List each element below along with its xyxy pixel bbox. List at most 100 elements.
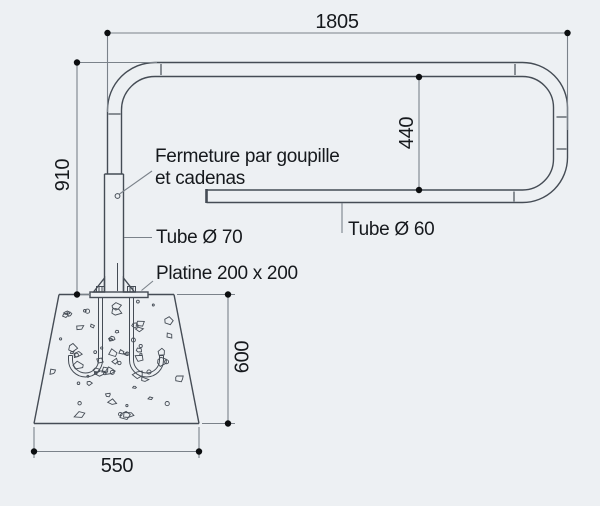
aggregate-stone [105,366,116,375]
dimension-dot [73,59,81,66]
aggregate-stone [86,380,94,387]
leader-line [141,280,154,291]
aggregate-stone [62,310,71,315]
dimension-dot [415,73,423,81]
foundation [33,293,200,425]
aggregate-dot [109,369,115,375]
aggregate-dot [93,371,98,375]
dimension-dot [564,29,571,37]
aggregate-dot [103,372,107,376]
aggregate-stone [76,325,85,331]
aggregate-dot [164,401,170,407]
aggregate-dot [118,411,123,417]
foundation-left-side [33,294,60,424]
aggregate-stone [104,392,111,398]
aggregate-stone [108,337,114,341]
foundation-right-side [173,294,200,424]
aggregate-stone [67,311,73,317]
aggregate-stone [62,312,69,319]
anchor-rod [129,297,134,360]
barrier-tube-label: Tube Ø 60 [348,219,434,240]
dimension-dot [224,420,232,427]
aggregate-stone [157,347,165,356]
aggregate-stone [166,332,173,339]
aggregate-stone [96,357,104,364]
aggregate-stone [68,342,79,353]
aggregate-stone [141,376,150,382]
anchor-bolt-right [129,297,164,378]
aggregate-stone [72,360,84,370]
plate-label: Platine 200 x 200 [156,263,298,284]
aggregate-stone [131,322,140,329]
callout-plate: Platine 200 x 200 [141,263,298,291]
dimension-dot [73,291,81,298]
aggregate-dot [164,359,170,365]
aggregate-dot [93,350,98,354]
barrier-tube-outline [106,61,569,204]
bolt-head-facet [129,286,134,292]
bolt-head-right [127,286,136,293]
post-tube-label: Tube Ø 70 [156,227,242,248]
dimension-value-910: 910 [52,159,74,192]
aggregate-dot [77,401,82,406]
aggregate-stone [157,356,167,367]
aggregate-stone [89,323,96,329]
bolt-head-facet [98,286,103,292]
aggregate-stone [135,347,142,353]
bolt-head [96,286,105,293]
aggregate-dot [125,404,129,408]
dimension-dot [104,29,111,37]
anchor-hook [68,355,103,378]
dimension-dot [224,291,232,298]
base-plate [89,275,149,299]
dimension-opening-height: 440 [396,73,423,194]
dimension-dot [195,448,203,455]
callout-closure: Fermeture par goupille et cadenas [119,146,340,195]
dimension-value-600: 600 [232,341,254,374]
aggregate-dot [100,346,104,350]
barrier-tube-outer-edge [106,61,569,204]
aggregate-stone [164,316,174,326]
closure-label-line1: Fermeture par goupille [155,146,340,167]
aggregate-stone [73,411,86,418]
leader-line [119,170,153,195]
aggregate-stone [111,302,123,311]
aggregate-stone [122,352,128,356]
dimension-post-height: 910 [52,59,157,298]
aggregate-dot [76,381,81,385]
aggregate-stone [95,370,106,377]
aggregate-stone [118,349,125,355]
concrete-speckles [49,299,184,421]
aggregate-dot [84,308,91,314]
aggregate-stone [131,385,138,389]
closure-label-line2: et cadenas [155,168,245,189]
aggregate-dot [124,351,130,357]
dimension-dot [30,448,38,455]
aggregate-dot [74,352,79,358]
bolt-head [127,286,136,293]
dimension-foundation-depth: 600 [177,291,254,427]
dimension-value-550: 550 [101,455,134,477]
aggregate-dot [136,299,140,304]
aggregate-dot [83,309,87,313]
aggregate-stone [175,375,184,383]
aggregate-dot [151,303,155,307]
barrier-tube-inner-edge [120,75,555,191]
aggregate-stone [73,350,83,359]
aggregate-dot [117,360,122,366]
dimension-foundation-width: 550 [30,427,203,477]
anchor-rod [98,297,103,360]
post-sleeve [103,173,125,292]
aggregate-stone [101,366,109,373]
callout-post-tube: Tube Ø 70 [124,227,243,248]
aggregate-stone [106,398,118,405]
aggregate-stone [111,357,119,365]
aggregate-dot [59,337,63,341]
anchor-bolts [68,297,164,378]
dimension-value-1805: 1805 [315,11,358,33]
aggregate-stone [111,308,123,316]
dimension-value-440: 440 [396,117,418,150]
aggregate-stone [147,396,154,401]
